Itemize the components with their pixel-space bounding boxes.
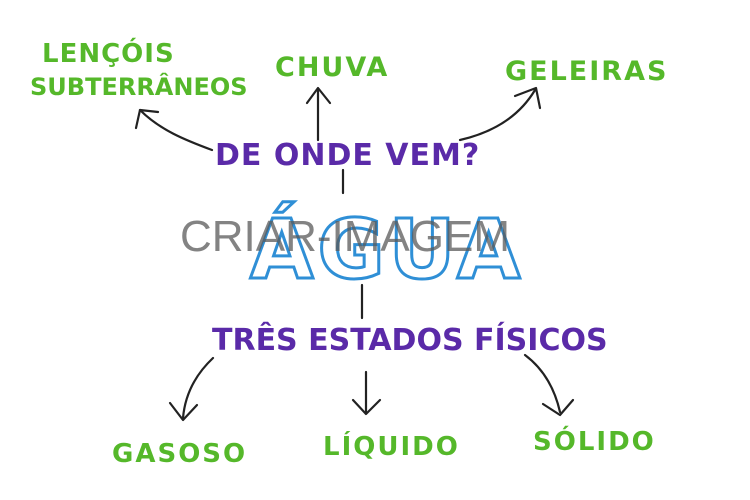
bottom-heading: TRÊS ESTADOS FÍSICOS bbox=[212, 322, 608, 358]
node-lencois-line2: SUBTERRÂNEOS bbox=[30, 72, 248, 101]
arrow-to-geleiras bbox=[458, 88, 537, 142]
node-chuva: CHUVA bbox=[275, 52, 389, 83]
watermark: CRIAR-IMAGEM bbox=[180, 212, 510, 261]
arrow-head-chuva bbox=[305, 86, 332, 105]
arrow-to-gasoso bbox=[181, 356, 215, 420]
node-gasoso: GASOSO bbox=[112, 439, 247, 469]
top-question: DE ONDE VEM? bbox=[215, 138, 480, 173]
node-lencois-line1: LENÇÓIS bbox=[42, 37, 175, 69]
arrow-to-solido bbox=[523, 353, 562, 414]
node-solido: SÓLIDO bbox=[533, 425, 656, 457]
arrow-head-solido bbox=[541, 398, 575, 417]
node-geleiras: GELEIRAS bbox=[505, 56, 668, 87]
arrow-head-gasoso bbox=[168, 401, 199, 422]
arrow-head-liquido bbox=[351, 398, 382, 416]
arrow-head-geleiras bbox=[513, 86, 542, 110]
arrow-to-lencois bbox=[138, 108, 214, 152]
node-liquido: LÍQUIDO bbox=[323, 430, 460, 462]
arrow-head-lencois bbox=[134, 108, 160, 130]
center-title: ÁGUA bbox=[250, 201, 524, 298]
